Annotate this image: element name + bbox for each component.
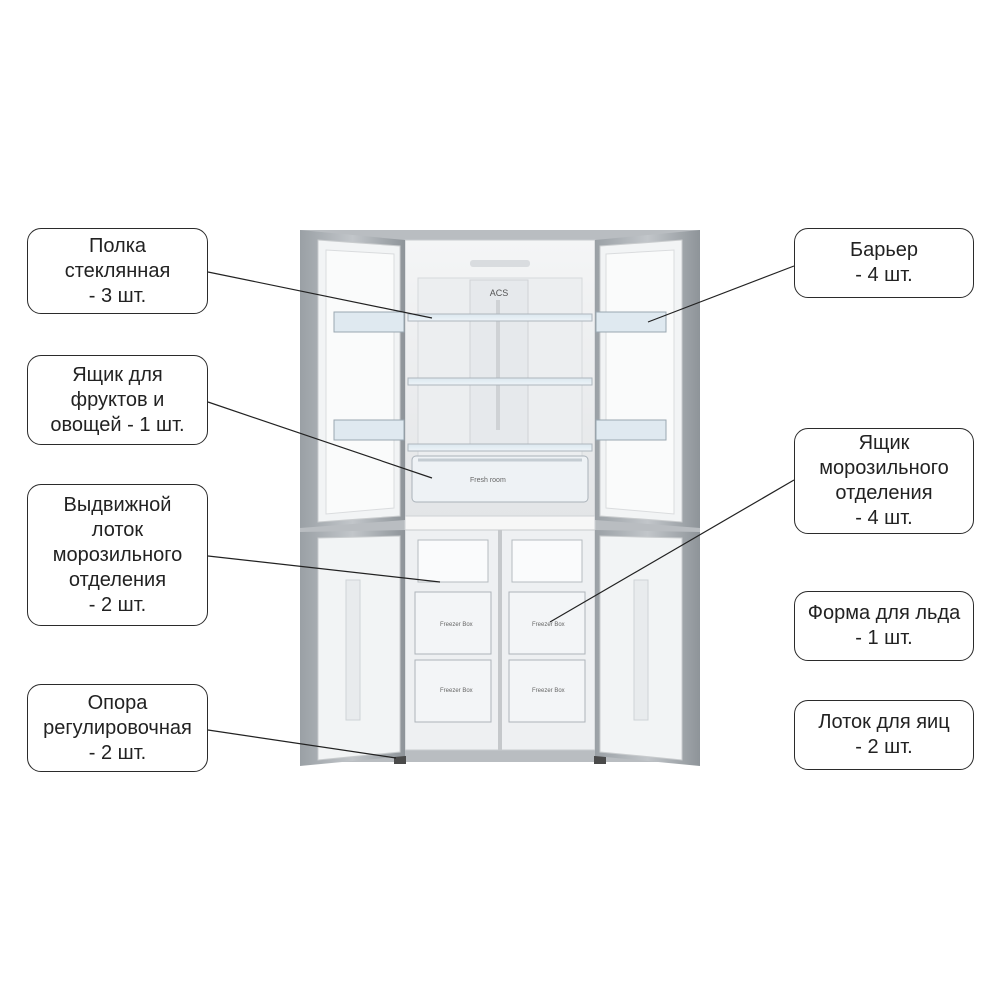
- callout-glass-shelf-text: Полка стеклянная - 3 шт.: [64, 234, 171, 307]
- callout-egg-tray-text: Лоток для яиц - 2 шт.: [818, 711, 950, 758]
- leader-glass-shelf: [207, 271, 433, 319]
- right-upper-door: [595, 230, 700, 528]
- freezer-box-label: Freezer Box: [532, 622, 565, 628]
- freezer-drawer: Freezer Box Freezer Box Freezer Box Free…: [414, 591, 586, 723]
- callout-freezer-tray-text: Выдвижной лоток морозильного отделения -…: [52, 493, 183, 616]
- fresh-room-label: Fresh room: [470, 477, 506, 484]
- left-lower-door: [300, 530, 405, 766]
- callout-barrier-text: Барьер - 4 шт.: [849, 239, 919, 286]
- callout-glass-shelf: Полка стеклянная - 3 шт.: [27, 228, 208, 314]
- fruit-drawer: Fresh room: [411, 455, 589, 503]
- barrier: [595, 311, 667, 333]
- leader-freezer-drawer: [549, 479, 795, 623]
- freezer-box-label: Freezer Box: [440, 622, 473, 628]
- freezer-box-label: Freezer Box: [532, 688, 565, 694]
- callout-fruit-drawer-text: Ящик для фруктов и овощей - 1 шт.: [50, 363, 185, 436]
- acs-label: ACS: [490, 288, 509, 298]
- callout-freezer-drawer: Ящик морозильного отделения - 4 шт.: [794, 428, 974, 534]
- barrier: [595, 419, 667, 441]
- right-lower-door: [595, 530, 700, 766]
- adjustable-foot: [394, 756, 406, 764]
- callout-freezer-drawer-text: Ящик морозильного отделения - 4 шт.: [819, 432, 949, 529]
- leader-freezer-tray: [207, 555, 441, 583]
- left-upper-door: [300, 230, 405, 528]
- callout-adjustable-foot: Опора регулировочная - 2 шт.: [27, 684, 208, 772]
- callout-egg-tray: Лоток для яиц - 2 шт.: [794, 700, 974, 770]
- freezer-box-label: Freezer Box: [440, 688, 473, 694]
- callout-adjustable-foot-text: Опора регулировочная - 2 шт.: [43, 691, 192, 764]
- callout-freezer-tray: Выдвижной лоток морозильного отделения -…: [27, 484, 208, 626]
- adjustable-foot: [594, 756, 606, 764]
- leader-fruit-drawer: [207, 401, 433, 479]
- leader-adjustable-foot: [207, 729, 397, 759]
- callout-ice-tray-text: Форма для льда - 1 шт.: [807, 602, 961, 649]
- callout-barrier: Барьер - 4 шт.: [794, 228, 974, 298]
- leader-barrier: [647, 265, 795, 323]
- freezer-tray: [417, 539, 583, 583]
- glass-shelf: [407, 313, 593, 452]
- callout-fruit-drawer: Ящик для фруктов и овощей - 1 шт.: [27, 355, 208, 445]
- leader-lines: [207, 265, 795, 759]
- callout-ice-tray: Форма для льда - 1 шт.: [794, 591, 974, 661]
